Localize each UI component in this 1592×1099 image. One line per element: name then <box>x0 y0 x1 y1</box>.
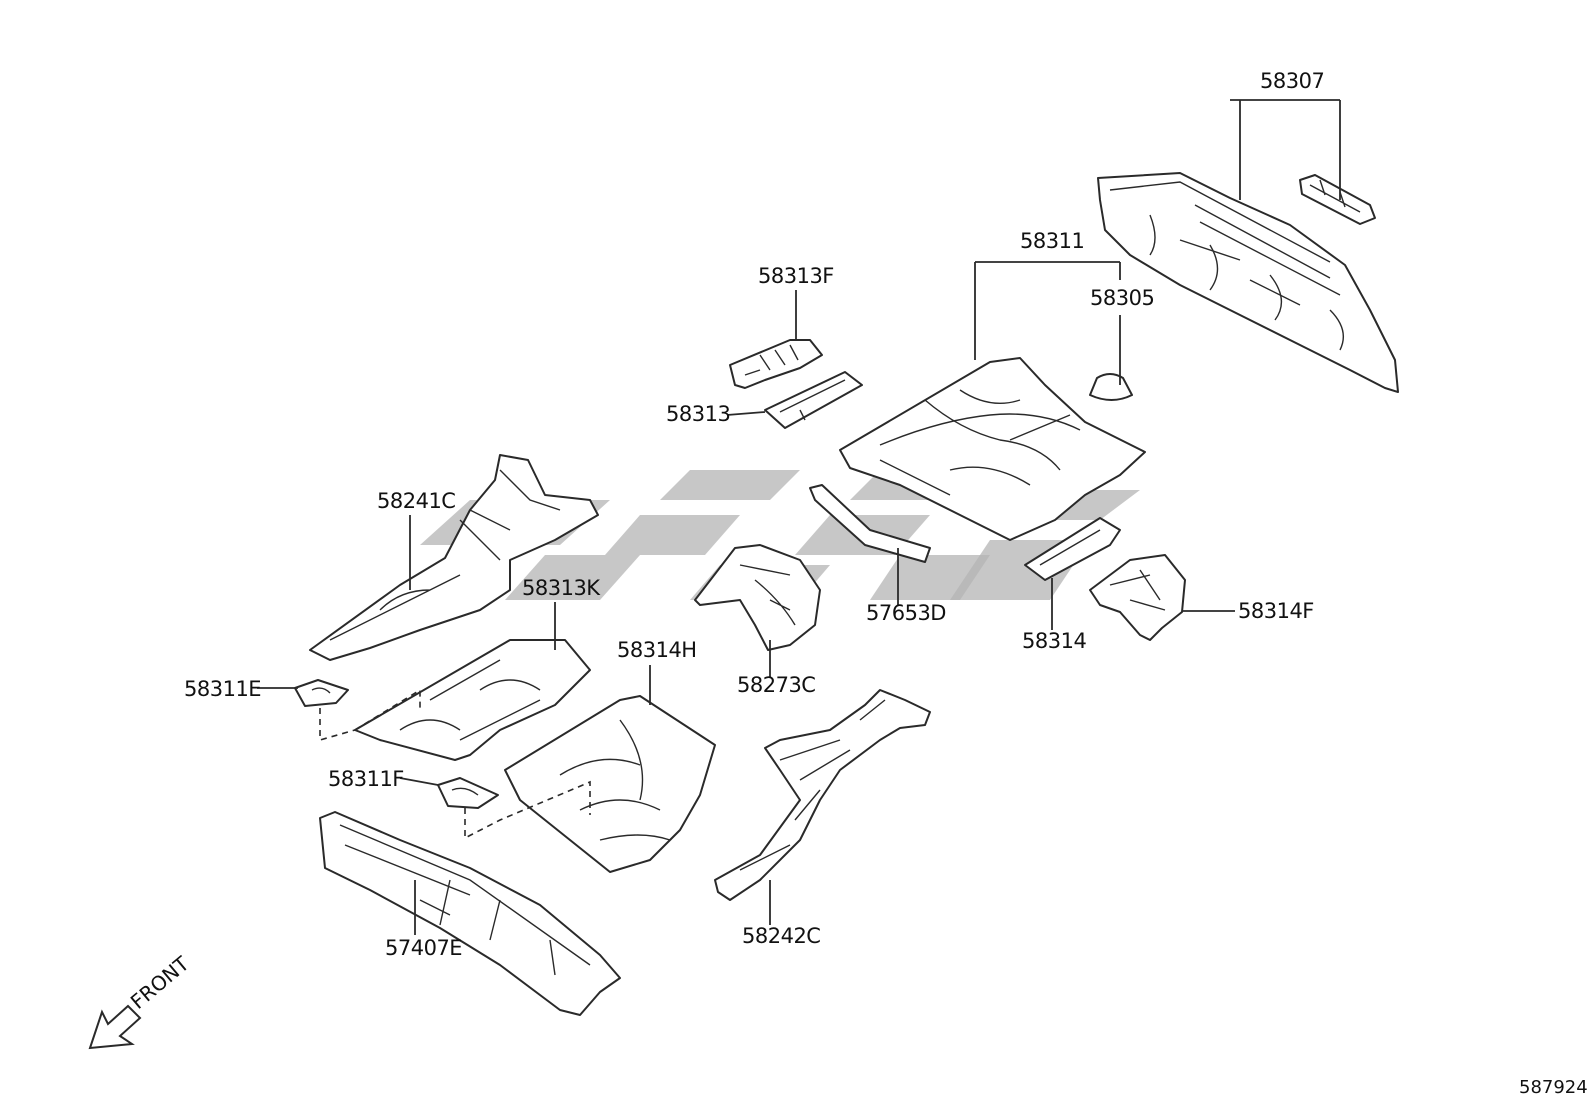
dashed-guide-58311F <box>464 780 591 840</box>
part-58242C <box>714 689 931 901</box>
label-58242C: 58242C <box>742 924 820 948</box>
part-58314H <box>504 695 716 873</box>
label-58314F: 58314F <box>1238 599 1314 623</box>
part-58311E <box>294 679 349 707</box>
leader-lines <box>257 99 1341 935</box>
label-57407E: 57407E <box>385 936 462 960</box>
part-58241C <box>309 454 599 661</box>
label-58307: 58307 <box>1260 69 1324 93</box>
part-58311F <box>437 777 499 809</box>
label-58273C: 58273C <box>737 673 815 697</box>
label-58241C: 58241C <box>377 489 455 513</box>
part-58314 <box>1024 517 1121 581</box>
part-58313K <box>354 639 591 761</box>
diagram-code: 587924 <box>1519 1077 1588 1098</box>
label-58311F: 58311F <box>328 767 404 791</box>
label-58311E: 58311E <box>184 677 261 701</box>
part-57653D <box>809 484 931 563</box>
front-direction-arrow: FRONT <box>88 951 194 1050</box>
label-57653D: 57653D <box>866 601 946 625</box>
label-58314H: 58314H <box>617 638 697 662</box>
label-58313K: 58313K <box>522 576 601 600</box>
front-label: FRONT <box>126 951 194 1014</box>
part-58314F <box>1089 554 1186 641</box>
part-58273C <box>694 544 821 651</box>
part-58313 <box>764 371 863 429</box>
part-58313F <box>729 339 823 389</box>
part-58311-floor-pan <box>839 357 1146 541</box>
front-arrow-icon <box>88 1004 142 1050</box>
part-58307-rear-panel <box>1097 172 1399 393</box>
dashed-guide-58311E <box>319 688 421 742</box>
part-57407E <box>319 811 621 1016</box>
label-58313: 58313 <box>666 402 730 426</box>
label-58314: 58314 <box>1022 629 1086 653</box>
part-58305-plug <box>1089 373 1133 401</box>
label-58311: 58311 <box>1020 229 1084 253</box>
part-58307-bracket <box>1299 174 1376 225</box>
label-58305: 58305 <box>1090 286 1154 310</box>
label-58313F: 58313F <box>758 264 834 288</box>
